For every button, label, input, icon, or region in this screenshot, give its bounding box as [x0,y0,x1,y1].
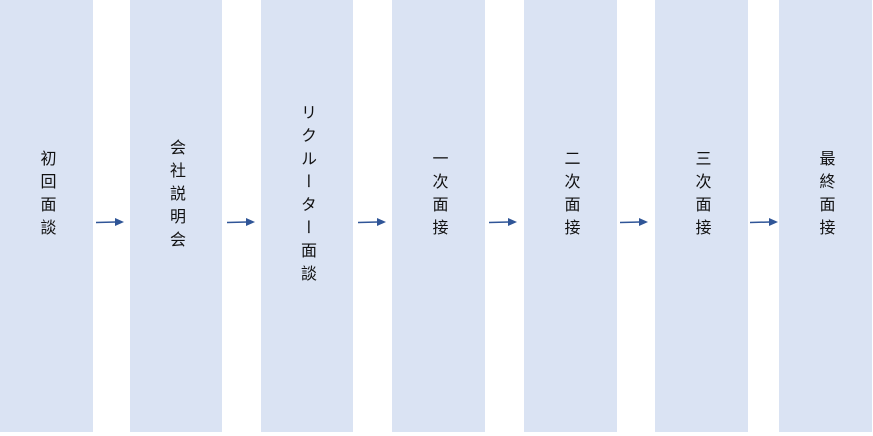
arrow-right-icon [489,218,517,226]
step-label: 初回面談 [37,150,57,242]
arrow-right-icon [358,218,386,226]
step-third-interview: 三次面接 [655,0,748,432]
step-label: 会社説明会 [167,138,186,254]
step-label: 最終面接 [816,150,836,242]
step-label: 一次面接 [429,150,449,242]
step-second-interview: 二次面接 [524,0,617,432]
step-first-interview: 一次面接 [392,0,485,432]
step-recruiter-interview: リクルーター面談 [261,0,353,432]
step-label: リクルーター面談 [298,104,317,288]
step-label: 二次面接 [561,150,581,242]
arrow-right-icon [620,218,648,226]
step-label: 三次面接 [692,150,712,242]
step-initial-interview: 初回面談 [0,0,93,432]
arrow-right-icon [96,218,124,226]
arrow-right-icon [227,218,255,226]
arrow-right-icon [750,218,778,226]
step-final-interview: 最終面接 [779,0,872,432]
step-company-briefing: 会社説明会 [130,0,222,432]
